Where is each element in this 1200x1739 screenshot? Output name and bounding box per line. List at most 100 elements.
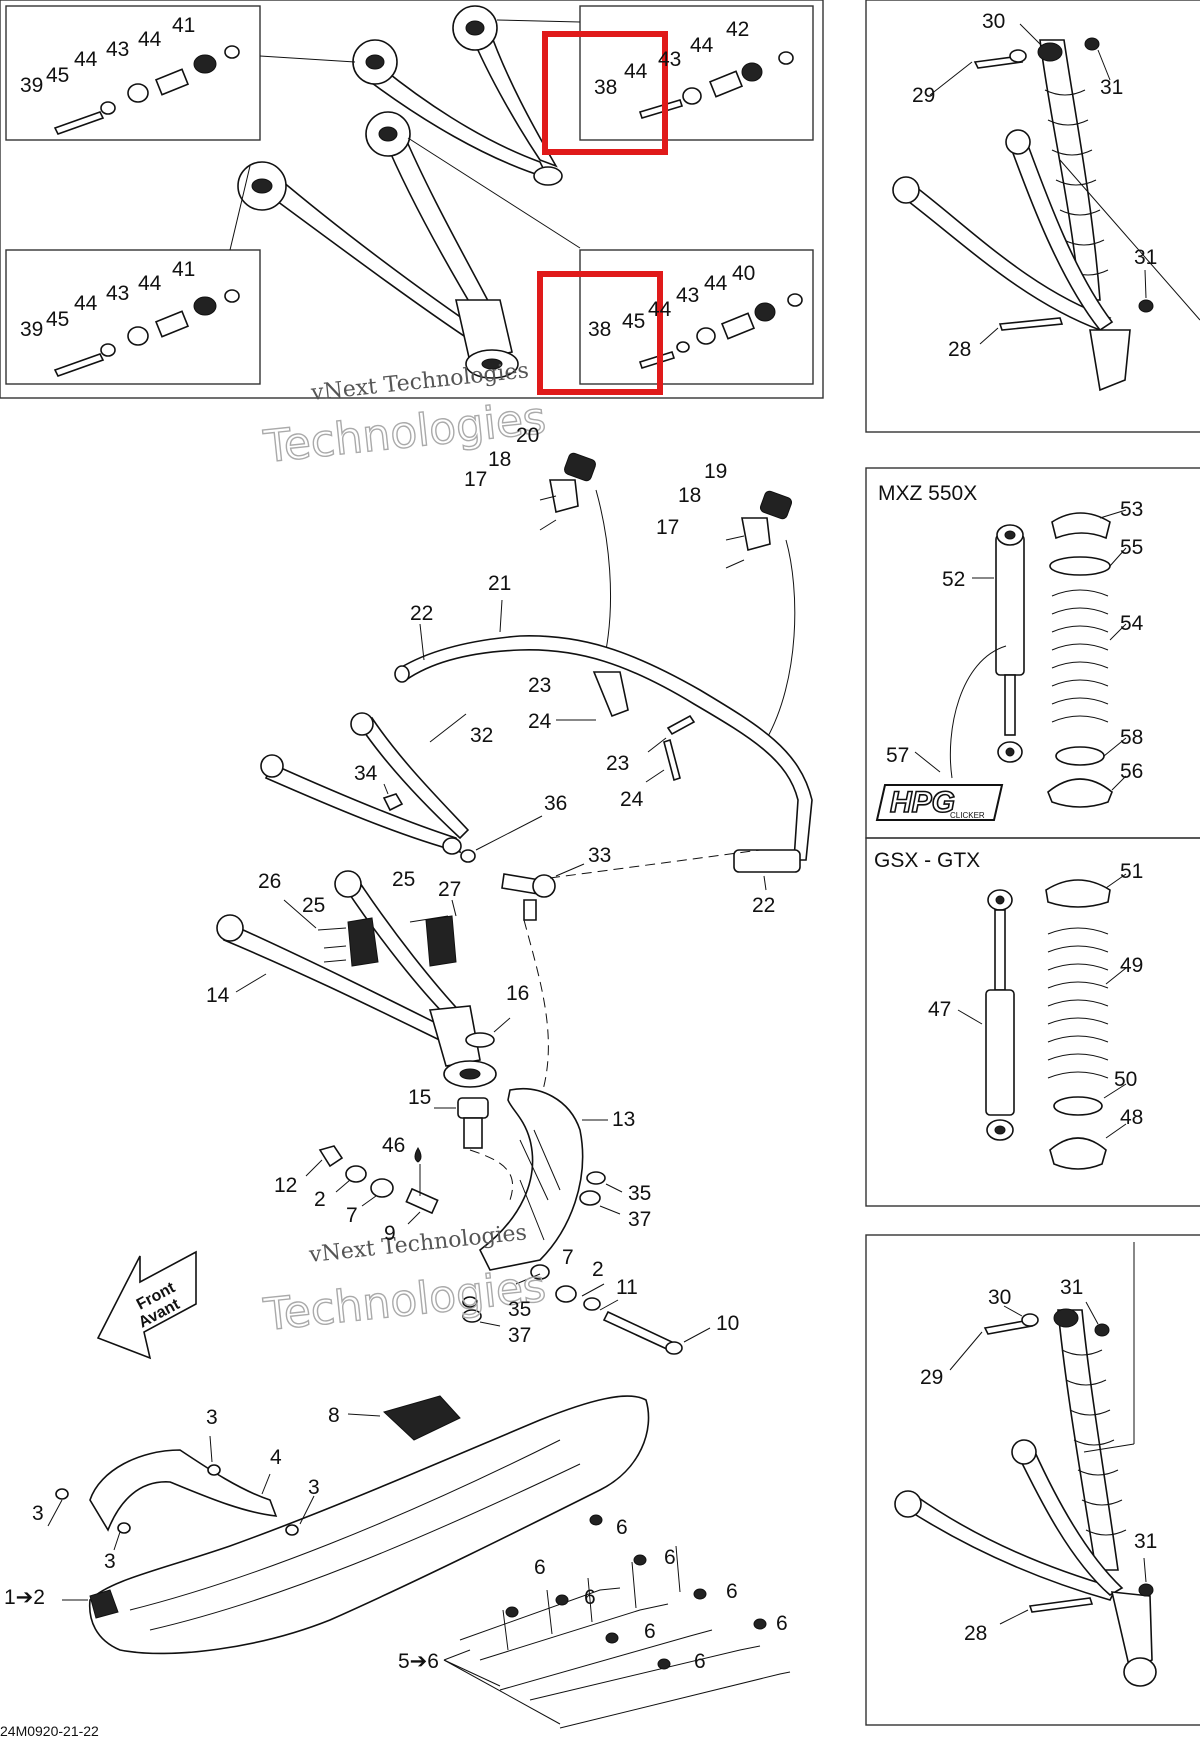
part-label: 42 [726, 18, 749, 41]
part-label: 15 [408, 1086, 431, 1109]
part-label: 18 [488, 448, 511, 471]
mxz-550x-shock-panel: MXZ 550X HPG CLICKER [865, 467, 1200, 839]
part-label: 39 [20, 318, 43, 341]
part-label: 33 [588, 844, 611, 867]
part-label: 58 [1120, 726, 1143, 749]
part-label: 25 [392, 868, 415, 891]
part-label: 28 [948, 338, 971, 361]
part-label: 17 [464, 468, 487, 491]
part-label: 44 [704, 272, 728, 295]
part-label: 26 [258, 870, 281, 893]
part-label: 6 [726, 1580, 738, 1603]
watermark-bottom: vNext Technologies Technologies [260, 1220, 549, 1341]
highlight-box-upper [542, 31, 668, 155]
part-labels: 39 45 44 43 44 41 38 44 43 44 42 39 45 4… [0, 10, 1157, 1739]
part-label: 7 [346, 1204, 358, 1227]
part-label: 56 [1120, 760, 1143, 783]
part-label: 48 [1120, 1106, 1143, 1129]
part-label: 2 [592, 1258, 604, 1281]
hardware-stack-top-right [638, 51, 794, 119]
part-label: 52 [942, 568, 965, 591]
part-label: 25 [302, 894, 325, 917]
part-label: 41 [172, 258, 195, 281]
part-label: 9 [384, 1222, 396, 1245]
part-label: 22 [410, 602, 433, 625]
part-label: 3 [308, 1476, 320, 1499]
part-label: 6 [694, 1650, 706, 1673]
part-label: 29 [920, 1366, 943, 1389]
part-label: 3 [32, 1502, 44, 1525]
part-label: 4 [270, 1446, 282, 1469]
svg-text:HPG: HPG [890, 786, 955, 819]
part-label: 53 [1120, 498, 1143, 521]
part-label: 5➔6 [398, 1650, 439, 1673]
main-exploded-view: Front Avant [47, 452, 813, 1729]
part-label: 40 [732, 262, 755, 285]
svg-text:CLICKER: CLICKER [950, 811, 985, 820]
part-label: 27 [438, 878, 461, 901]
part-label: 34 [354, 762, 378, 785]
part-label: 23 [606, 752, 629, 775]
part-label: 44 [648, 298, 672, 321]
part-label: 51 [1120, 860, 1143, 883]
part-label: 37 [628, 1208, 651, 1231]
part-label: 45 [46, 64, 69, 87]
part-label: 28 [964, 1622, 987, 1645]
part-label: 23 [528, 674, 551, 697]
part-label: 49 [1120, 954, 1143, 977]
part-label: 44 [74, 48, 98, 71]
part-label: 38 [588, 318, 611, 341]
part-label: 31 [1134, 1530, 1157, 1553]
part-label: 20 [516, 424, 539, 447]
part-label: 24 [528, 710, 552, 733]
part-label: 46 [382, 1134, 405, 1157]
part-label: 6 [534, 1556, 546, 1579]
part-label: 7 [562, 1246, 574, 1269]
part-label: 45 [622, 310, 645, 333]
part-label: 22 [752, 894, 775, 917]
part-label: 19 [704, 460, 727, 483]
part-label: 35 [628, 1182, 651, 1205]
part-label: 30 [982, 10, 1005, 33]
part-label: 57 [886, 744, 909, 767]
part-label: 17 [656, 516, 679, 539]
part-label: 43 [106, 282, 129, 305]
part-label: 39 [20, 74, 43, 97]
part-label: 50 [1114, 1068, 1137, 1091]
part-label: 11 [616, 1276, 638, 1299]
part-label: 30 [988, 1286, 1011, 1309]
part-label: 44 [74, 292, 98, 315]
svg-text:Technologies: Technologies [261, 1261, 548, 1341]
part-label: 29 [912, 84, 935, 107]
part-label: 55 [1120, 536, 1143, 559]
highlight-box-lower [537, 271, 663, 395]
part-label: 31 [1134, 246, 1157, 269]
part-label: 6 [776, 1612, 788, 1635]
part-label: 6 [644, 1620, 656, 1643]
part-label: 43 [106, 38, 129, 61]
part-label: 18 [678, 484, 701, 507]
shock-mount-panel-bottom [865, 1234, 1200, 1726]
gsx-gtx-shock-panel: GSX - GTX [865, 837, 1200, 1207]
carbide-runners [459, 1514, 791, 1729]
ski-drawing [88, 1395, 650, 1655]
part-label: 37 [508, 1324, 531, 1347]
part-label: 6 [664, 1546, 676, 1569]
part-label: 31 [1100, 76, 1123, 99]
part-label: 44 [138, 28, 162, 51]
part-label: 54 [1120, 612, 1144, 635]
part-label: 43 [658, 48, 681, 71]
part-label: 13 [612, 1108, 635, 1131]
part-label: 14 [206, 984, 230, 1007]
front-arrow-icon: Front Avant [96, 1250, 197, 1360]
part-label: 44 [690, 34, 714, 57]
a-arm-bushing-inset-panel [0, 0, 824, 399]
upper-a-arm-drawing [352, 5, 563, 186]
mxz-panel-title: MXZ 550X [878, 482, 977, 505]
part-label: 41 [172, 14, 195, 37]
part-label: 31 [1060, 1276, 1083, 1299]
part-label: 38 [594, 76, 617, 99]
part-label: 3 [206, 1406, 218, 1429]
part-label: 44 [138, 272, 162, 295]
